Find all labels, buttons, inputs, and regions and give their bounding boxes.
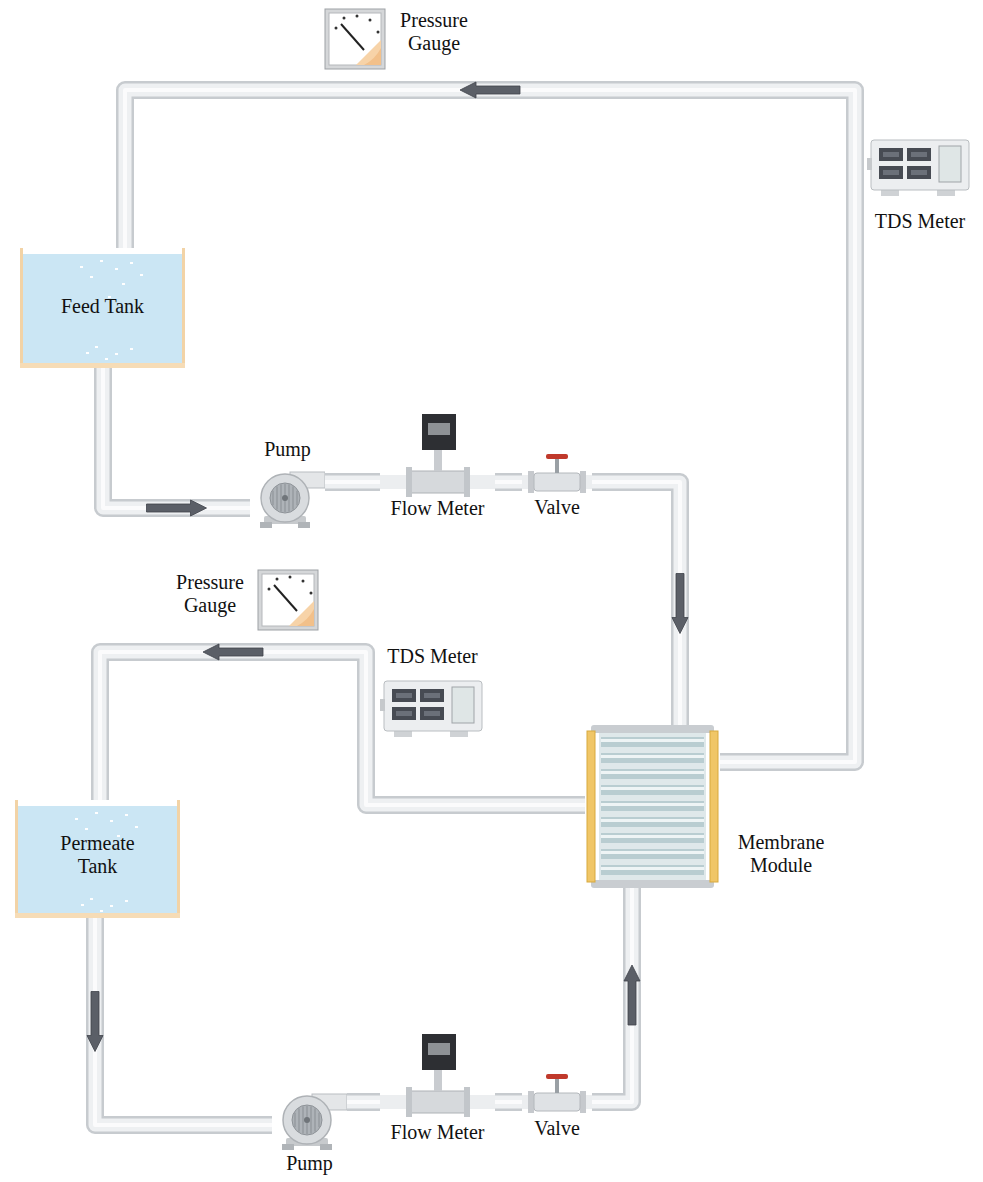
pipe [495,1102,522,1103]
pipe-body [347,1096,380,1109]
pipe-highlight [100,652,585,805]
pipe-outline [103,368,250,508]
valve-icon [522,449,592,501]
flow-arrow [672,574,688,634]
pipe [87,918,272,1125]
pipe-outline [100,652,585,805]
pipe [592,482,688,725]
tds-meter-icon [867,136,972,202]
flow-meter: Flow Meter [380,409,495,521]
pipe-highlight [325,480,380,484]
flow-arrow [460,82,520,98]
pump-icon [272,1082,347,1156]
component-label: Pump [250,438,325,461]
pipe-outline [347,1093,380,1111]
component-label: Pressure Gauge [165,571,255,617]
membrane-module: Membrane Module [585,725,720,888]
tds-meter-icon [380,677,485,743]
pipe-outline [125,90,855,762]
pipe-highlight [592,482,680,725]
tds-meter: TDS Meter [375,643,490,743]
pipe-body [592,888,632,1102]
pipe [347,1102,380,1103]
pipe-outline [325,473,380,491]
component-label: Flow Meter [380,497,495,520]
flow-arrow [203,644,263,660]
pipe [495,482,522,483]
pipe [100,644,585,805]
flow-meter: Flow Meter [380,1029,495,1147]
pipe-highlight [347,1100,380,1104]
permeate-tank: Permeate Tank [15,800,180,918]
pipe-body [95,918,272,1125]
component-label: Permeate Tank [45,832,150,878]
pipe-highlight [125,90,855,762]
pipe-body [103,368,250,508]
valve-icon [522,1069,592,1121]
flow-arrow [624,965,640,1025]
pipe-outline [495,473,522,491]
pipe-outline [592,888,632,1102]
pump-icon [250,460,325,534]
pressure-gauge: Pressure Gauge [165,566,320,634]
pipe-body [495,1096,522,1109]
component-label: TDS Meter [865,210,975,233]
valve: Valve [522,449,592,521]
component-label: Pump [272,1152,347,1175]
pipe-body [592,482,680,725]
flow-meter-icon [380,409,495,503]
pump: Pump [250,438,325,530]
pipe [592,888,640,1102]
pipe [325,482,380,483]
pipe-body [100,652,585,805]
pipe [125,82,855,762]
pipe-body [325,476,380,489]
component-label: Membrane Module [725,831,837,877]
pressure-gauge-icon [257,569,319,635]
component-label: Flow Meter [380,1121,495,1144]
pipe-body [125,90,855,762]
component-label: Valve [522,1117,592,1140]
flow-meter-icon [380,1029,495,1123]
pipe-highlight [495,480,522,484]
pipe-outline [495,1093,522,1111]
component-label: TDS Meter [375,645,490,668]
pipe-outline [592,482,680,725]
pressure-gauge-icon [324,8,386,74]
pressure-gauge: Pressure Gauge [322,6,482,74]
pipe-body [495,476,522,489]
tds-meter: TDS Meter [865,136,975,236]
pipe-highlight [103,368,250,508]
component-label: Feed Tank [20,295,185,318]
flow-arrow [87,992,103,1052]
pipe-highlight [592,888,632,1102]
pump: Pump [272,1082,347,1176]
flow-arrow [147,500,207,516]
pipe-outline [95,918,272,1125]
pipe [103,368,250,516]
component-label: Valve [522,496,592,519]
pipe-highlight [95,918,272,1125]
pipe-highlight [495,1100,522,1104]
feed-tank: Feed Tank [20,248,185,368]
membrane-module-icon [585,725,720,892]
valve: Valve [522,1069,592,1143]
component-label: Pressure Gauge [388,9,480,55]
